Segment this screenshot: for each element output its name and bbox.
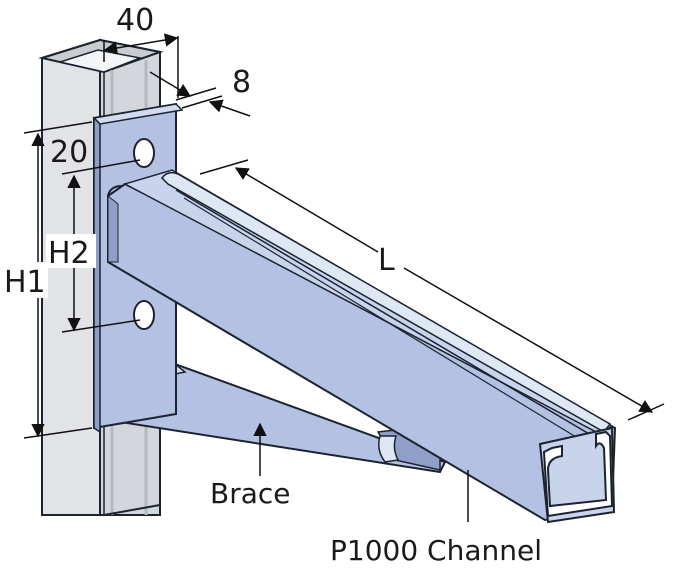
label-20: 20 — [50, 135, 88, 170]
label-brace: Brace — [210, 477, 291, 510]
label-channel: P1000 Channel — [330, 534, 542, 567]
upper-bolt-hole — [133, 138, 155, 168]
dim-h1: H1 — [4, 121, 93, 439]
callout-brace: Brace — [210, 422, 291, 510]
h2-label-bg — [46, 234, 96, 268]
dim-40: 40 — [103, 3, 179, 98]
h1-label-bg — [4, 262, 48, 298]
label-l: L — [378, 243, 395, 278]
lower-bolt-hole — [133, 300, 155, 330]
label-h1: H1 — [4, 265, 46, 300]
dim-l: L — [199, 159, 665, 421]
callout-channel: P1000 Channel — [330, 470, 542, 567]
dim-8: 8 — [149, 65, 251, 117]
label-8: 8 — [232, 65, 251, 100]
label-h2: H2 — [48, 236, 90, 271]
label-40: 40 — [116, 3, 154, 38]
dim-h2: H2 20 — [46, 135, 141, 333]
channel-arm — [107, 169, 617, 524]
